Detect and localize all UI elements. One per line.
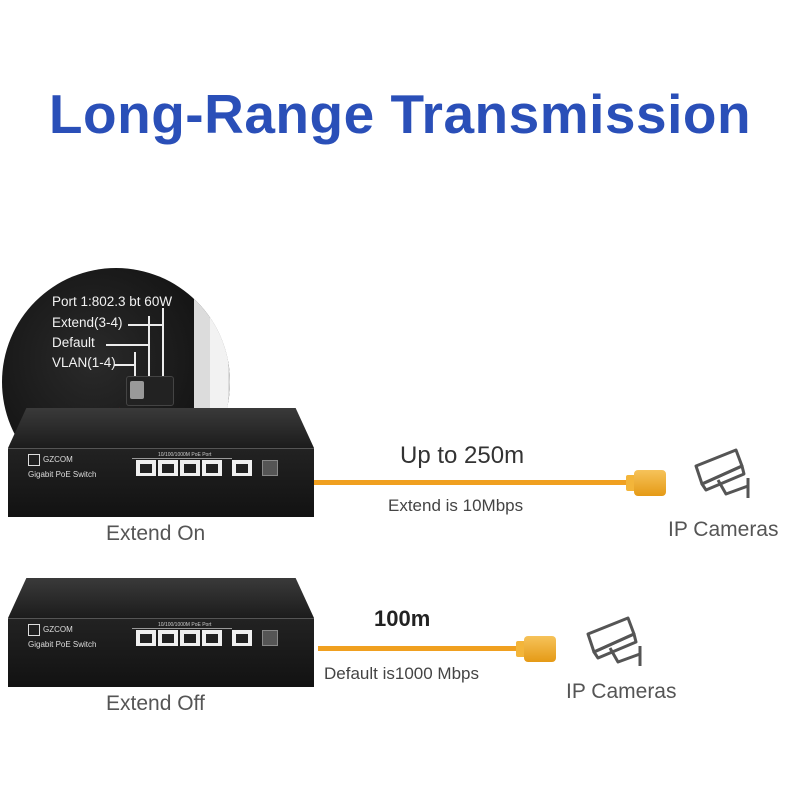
ethernet-port: [180, 630, 200, 646]
speed-label: Extend is 10Mbps: [388, 496, 524, 515]
camera-icon: [694, 448, 750, 498]
caption-extend-on: Extend On: [106, 522, 206, 545]
speed-label: Default is1000 Mbps: [324, 664, 479, 683]
ethernet-port: [180, 460, 200, 476]
sfp-port: [262, 630, 278, 646]
page-title: Long-Range Transmission: [48, 83, 752, 145]
model-label: Gigabit PoE Switch: [28, 640, 97, 649]
model-label: Gigabit PoE Switch: [28, 470, 97, 479]
switch-top-panel: [8, 578, 314, 618]
ip-cameras-label: IP Cameras: [668, 518, 779, 541]
ethernet-plug-icon: [524, 636, 556, 662]
distance-label: 100m: [374, 606, 431, 631]
brand-name: GZCOM: [43, 625, 73, 635]
ethernet-port: [158, 630, 178, 646]
distance-label: Up to 250m: [400, 442, 525, 469]
leader-line: [128, 324, 164, 326]
ethernet-port: [136, 630, 156, 646]
switch-top-panel: [8, 408, 314, 448]
ethernet-port: [202, 460, 222, 476]
brand-logo: GZCOM: [28, 454, 73, 466]
leader-line: [114, 364, 136, 366]
logo-icon: [28, 454, 40, 466]
leader-line: [106, 344, 150, 346]
leader-line: [148, 316, 150, 378]
uplink-port: [232, 460, 252, 476]
ethernet-port: [158, 460, 178, 476]
sfp-port: [262, 460, 278, 476]
ethernet-port: [136, 460, 156, 476]
ip-cameras-label: IP Cameras: [566, 680, 677, 703]
camera-icon: [586, 616, 642, 666]
ethernet-port: [202, 630, 222, 646]
poe-switch-top: GZCOM Gigabit PoE Switch 10/100/1000M Po…: [8, 408, 314, 517]
switch-front-panel: [8, 448, 314, 517]
caption-extend-off: Extend Off: [106, 692, 205, 715]
ports-label: 10/100/1000M PoE Port: [158, 622, 212, 628]
port-edge-inner: [210, 314, 228, 408]
brand-logo: GZCOM: [28, 624, 73, 636]
logo-icon: [28, 624, 40, 636]
ports-frame: [132, 458, 232, 460]
ports-frame: [132, 628, 232, 630]
dip-switch-lever: [130, 381, 144, 399]
uplink-port: [232, 630, 252, 646]
zoom-label-vlan: VLAN(1-4): [52, 355, 116, 370]
ethernet-cable: [314, 480, 632, 485]
brand-name: GZCOM: [43, 455, 73, 465]
switch-front-panel: [8, 618, 314, 687]
leader-line: [162, 308, 164, 378]
zoom-label-default: Default: [52, 335, 95, 350]
zoom-label-port1: Port 1:802.3 bt 60W: [52, 294, 173, 309]
ports-label: 10/100/1000M PoE Port: [158, 452, 212, 458]
ethernet-cable: [318, 646, 522, 651]
leader-line: [134, 352, 136, 378]
ethernet-plug-icon: [634, 470, 666, 496]
poe-switch-bottom: GZCOM Gigabit PoE Switch 10/100/1000M Po…: [8, 578, 314, 687]
zoom-label-extend: Extend(3-4): [52, 315, 123, 330]
